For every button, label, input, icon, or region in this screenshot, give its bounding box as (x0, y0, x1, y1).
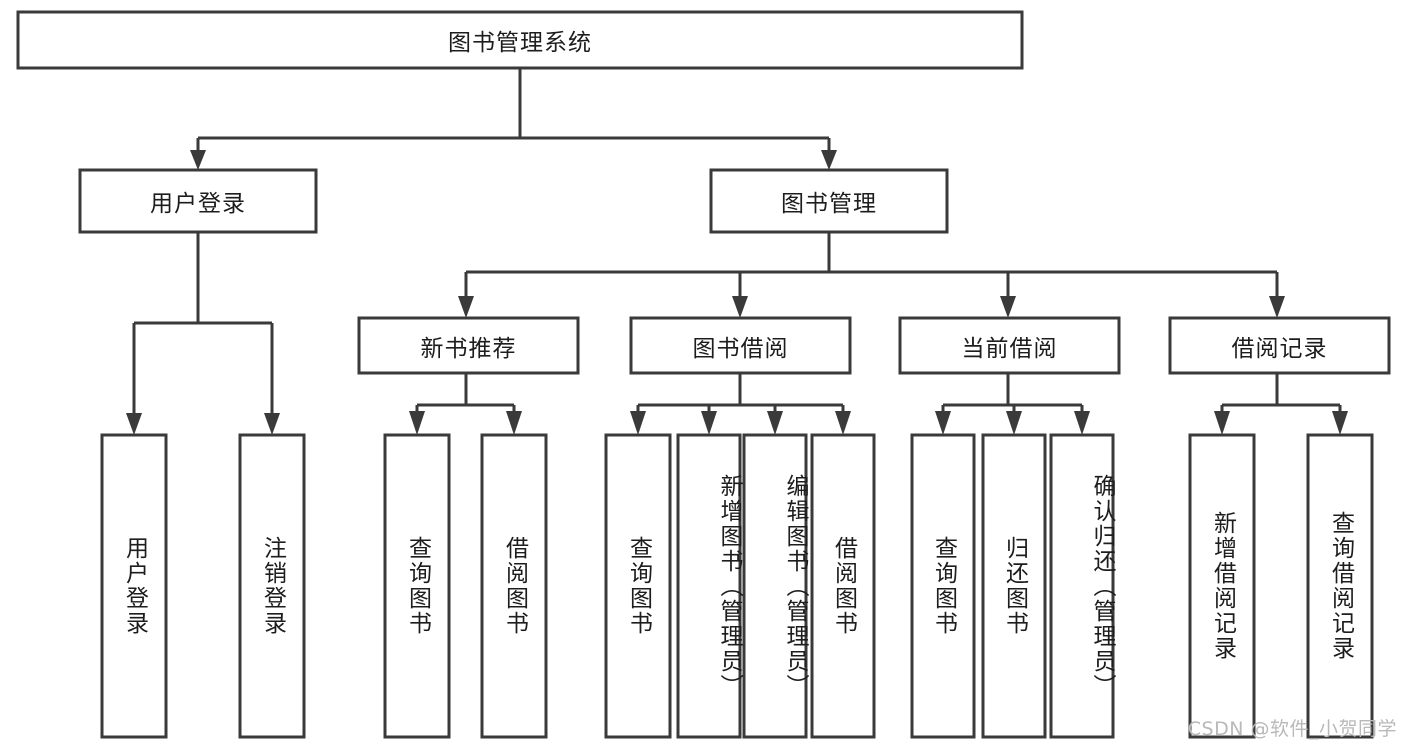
arrow-head-icon (409, 411, 425, 435)
node-level2-current-borrow-box[interactable] (898, 316, 1121, 375)
connector-group-current-to-leaves (935, 373, 1090, 435)
arrow-head-icon (630, 411, 646, 435)
node-leaf-box[interactable] (480, 433, 548, 739)
node-root-box[interactable] (16, 10, 1024, 70)
node-leaf-box[interactable] (1049, 433, 1115, 739)
arrow-head-icon (458, 296, 474, 318)
node-leaf-box[interactable] (238, 433, 306, 739)
arrow-head-icon (701, 411, 717, 435)
arrow-head-icon (1214, 411, 1230, 435)
node-leaf-box[interactable] (604, 433, 672, 739)
node-leaf-box[interactable] (810, 433, 876, 739)
arrow-head-icon (767, 411, 783, 435)
node-level2-book-borrow-box[interactable] (629, 316, 852, 375)
arrow-head-icon (1074, 411, 1090, 435)
arrow-head-icon (190, 150, 206, 170)
arrow-head-icon (264, 413, 280, 435)
node-leaf-box[interactable] (676, 433, 742, 739)
node-leaf-box[interactable] (1188, 433, 1256, 739)
arrow-head-icon (935, 411, 951, 435)
arrow-head-icon (732, 296, 748, 318)
node-level1-user-login-box[interactable] (78, 168, 318, 234)
connector-group-root-to-level1 (190, 68, 837, 170)
arrow-head-icon (506, 411, 522, 435)
node-leaf-box[interactable] (910, 433, 976, 739)
node-level2-new-book-box[interactable] (357, 316, 580, 375)
node-level2-borrow-record-box[interactable] (1168, 316, 1391, 375)
connector-group-newbook-to-leaves (409, 373, 522, 435)
watermark-text: CSDN @软件_小贺同学 (1187, 718, 1397, 740)
arrow-head-icon (1000, 296, 1016, 318)
node-level1-book-management-box[interactable] (709, 168, 949, 234)
arrow-head-icon (126, 413, 142, 435)
arrow-head-icon (1332, 411, 1348, 435)
connector-group-record-to-leaves (1214, 373, 1348, 435)
connector-group-bookmgmt-to-level2 (458, 232, 1285, 318)
node-leaf-box[interactable] (981, 433, 1047, 739)
connector-group-userlogin-to-leaves (126, 232, 280, 435)
arrow-head-icon (821, 150, 837, 170)
node-leaf-box[interactable] (383, 433, 451, 739)
node-leaf-box[interactable] (742, 433, 808, 739)
node-leaf-box[interactable] (1306, 433, 1374, 739)
arrow-head-icon (1006, 411, 1022, 435)
arrow-head-icon (1269, 296, 1285, 318)
connector-group-bookborrow-to-leaves (630, 373, 851, 435)
node-leaf-box[interactable] (100, 433, 168, 739)
arrow-head-icon (835, 411, 851, 435)
